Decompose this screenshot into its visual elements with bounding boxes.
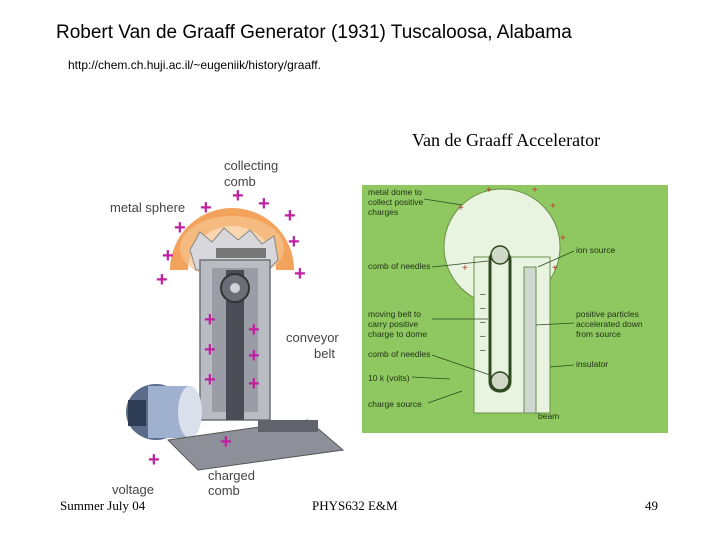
- label-comb-needles-top: comb of needles: [368, 261, 430, 271]
- svg-text:+: +: [204, 339, 216, 361]
- label-moving-belt-1: moving belt to: [368, 309, 421, 319]
- svg-text:+: +: [458, 203, 464, 214]
- label-positive-2: accelerated down: [576, 319, 643, 329]
- label-collecting: collecting: [224, 158, 278, 173]
- svg-text:+: +: [248, 373, 260, 395]
- svg-text:–: –: [480, 289, 486, 300]
- label-ion-source: ion source: [576, 245, 615, 255]
- svg-text:–: –: [480, 331, 486, 342]
- label-metal-dome-2: collect positive: [368, 197, 424, 207]
- source-url: http://chem.ch.huji.ac.il/~eugeniik/hist…: [68, 58, 321, 72]
- footer-date: Summer July 04: [60, 498, 146, 513]
- label-comb: comb: [224, 174, 256, 189]
- svg-text:+: +: [204, 309, 216, 331]
- svg-text:+: +: [248, 345, 260, 367]
- svg-text:–: –: [480, 345, 486, 356]
- accelerator-title: Van de Graaff Accelerator: [412, 130, 601, 150]
- svg-text:–: –: [480, 317, 486, 328]
- svg-text:–: –: [480, 303, 486, 314]
- label-charge-source: charge source: [368, 399, 422, 409]
- label-charged-comb: comb: [208, 483, 240, 498]
- svg-text:+: +: [174, 217, 186, 239]
- label-insulator: insulator: [576, 359, 608, 369]
- svg-text:+: +: [288, 231, 300, 253]
- label-belt: belt: [314, 346, 335, 361]
- label-metal-sphere: metal sphere: [110, 200, 185, 215]
- svg-text:+: +: [560, 233, 566, 244]
- label-charged: charged: [208, 468, 255, 483]
- svg-text:+: +: [284, 205, 296, 227]
- svg-text:+: +: [200, 197, 212, 219]
- generator-illustration: +++ +++ +++ +++ +++ ++ collecting comb m…: [110, 158, 345, 498]
- footer-course: PHYS632 E&M: [312, 498, 398, 513]
- svg-text:+: +: [532, 185, 538, 196]
- svg-text:+: +: [248, 319, 260, 341]
- svg-text:+: +: [204, 369, 216, 391]
- svg-text:+: +: [232, 185, 244, 207]
- svg-text:+: +: [258, 193, 270, 215]
- svg-text:+: +: [220, 431, 232, 453]
- label-conveyor: conveyor: [286, 330, 339, 345]
- label-positive-3: from source: [576, 329, 621, 339]
- slide-title: Robert Van de Graaff Generator (1931) Tu…: [56, 22, 572, 43]
- label-positive-1: positive particles: [576, 309, 639, 319]
- svg-text:+: +: [148, 449, 160, 471]
- accelerator-schematic: + + + + + + + – – – – – metal dome to collect p…: [362, 185, 668, 433]
- label-metal-dome-3: charges: [368, 207, 398, 217]
- conveyor-belt-shape: [226, 270, 244, 420]
- label-voltage: voltage: [112, 482, 154, 497]
- label-moving-belt-2: carry positive: [368, 319, 418, 329]
- page-number: 49: [645, 498, 658, 513]
- svg-text:+: +: [162, 245, 174, 267]
- svg-text:+: +: [552, 263, 558, 274]
- svg-text:+: +: [294, 263, 306, 285]
- svg-text:+: +: [550, 201, 556, 212]
- svg-text:+: +: [486, 185, 492, 196]
- label-comb-needles-bottom: comb of needles: [368, 349, 430, 359]
- svg-text:+: +: [156, 269, 168, 291]
- label-metal-dome-1: metal dome to: [368, 187, 422, 197]
- svg-text:+: +: [462, 263, 468, 274]
- label-moving-belt-3: charge to dome: [368, 329, 427, 339]
- label-beam: beam: [538, 411, 559, 421]
- label-kv: 10 k (volts): [368, 373, 410, 383]
